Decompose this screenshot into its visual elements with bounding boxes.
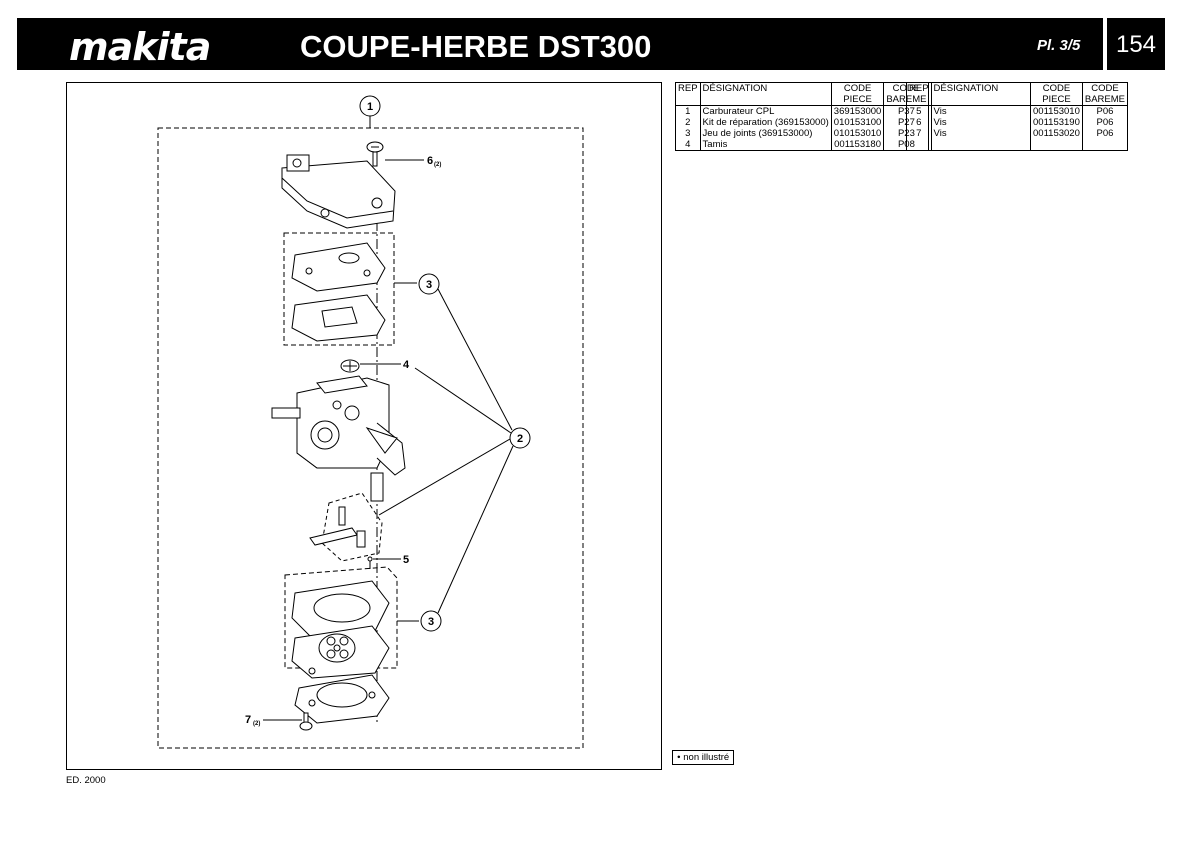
makita-logo: makita	[69, 25, 211, 69]
table-row: 3 Jeu de joints (369153000) 010153010 P2…	[675, 128, 930, 139]
callout-3-upper	[418, 273, 440, 295]
carburetor-diagram: 1 6 (2) 3	[157, 95, 584, 749]
page-number-box: 154	[1107, 18, 1165, 70]
svg-text:2: 2	[517, 433, 523, 445]
callout-3-lower	[420, 610, 442, 632]
carburetor-cover-part	[281, 154, 396, 229]
table-row: 2 Kit de réparation (369153000) 01015310…	[675, 117, 930, 128]
col-rep: REP	[675, 82, 701, 106]
svg-text:(2): (2)	[253, 721, 260, 727]
carburetor-body-part	[271, 375, 406, 502]
bullet-icon: ●	[677, 754, 681, 761]
table-row: 1 Carburateur CPL 369153000 P37	[675, 105, 930, 117]
svg-text:3: 3	[428, 616, 434, 628]
callout-1-label: 1	[367, 101, 373, 113]
callout-1	[359, 95, 381, 117]
table-row: 7 Vis 001153020 P06	[906, 128, 1129, 139]
table-row	[906, 139, 1129, 151]
page-header: makita COUPE-HERBE DST300 Pl. 3/5	[17, 18, 1103, 70]
col-designation: DÉSIGNATION	[699, 82, 832, 106]
page-title: COUPE-HERBE DST300	[300, 29, 652, 64]
screw-6-part	[366, 141, 384, 167]
legend-text: non illustré	[683, 752, 730, 763]
svg-text:(2): (2)	[434, 162, 441, 168]
plate-number: Pl. 3/5	[1037, 37, 1081, 54]
bottom-cover-part	[294, 667, 390, 724]
svg-text:4: 4	[403, 359, 410, 371]
filter-screen-part	[340, 359, 360, 373]
screw-7-part	[299, 712, 313, 731]
svg-text:5: 5	[403, 554, 409, 566]
metering-lever-part	[309, 506, 366, 548]
table-row: 6 Vis 001153190 P06	[906, 117, 1129, 128]
svg-text:3: 3	[426, 279, 432, 291]
col-designation: DÉSIGNATION	[930, 82, 1032, 106]
table-row: 5 Vis 001153010 P06	[906, 105, 1129, 117]
svg-text:7: 7	[245, 714, 251, 726]
upper-gasket-part	[291, 242, 386, 342]
screw-5-part	[367, 556, 373, 569]
col-rep: REP	[906, 82, 932, 106]
table-row: 4 Tamis 001153180 P08	[675, 139, 930, 151]
lower-gasket-part	[291, 580, 390, 679]
callout-2	[509, 427, 531, 449]
svg-text:6: 6	[427, 155, 433, 167]
edition-label: ED. 2000	[66, 775, 106, 786]
page-number: 154	[1115, 31, 1157, 58]
not-illustrated-legend: ● non illustré	[672, 750, 735, 765]
exploded-diagram: 1 6 (2) 3	[66, 82, 662, 770]
